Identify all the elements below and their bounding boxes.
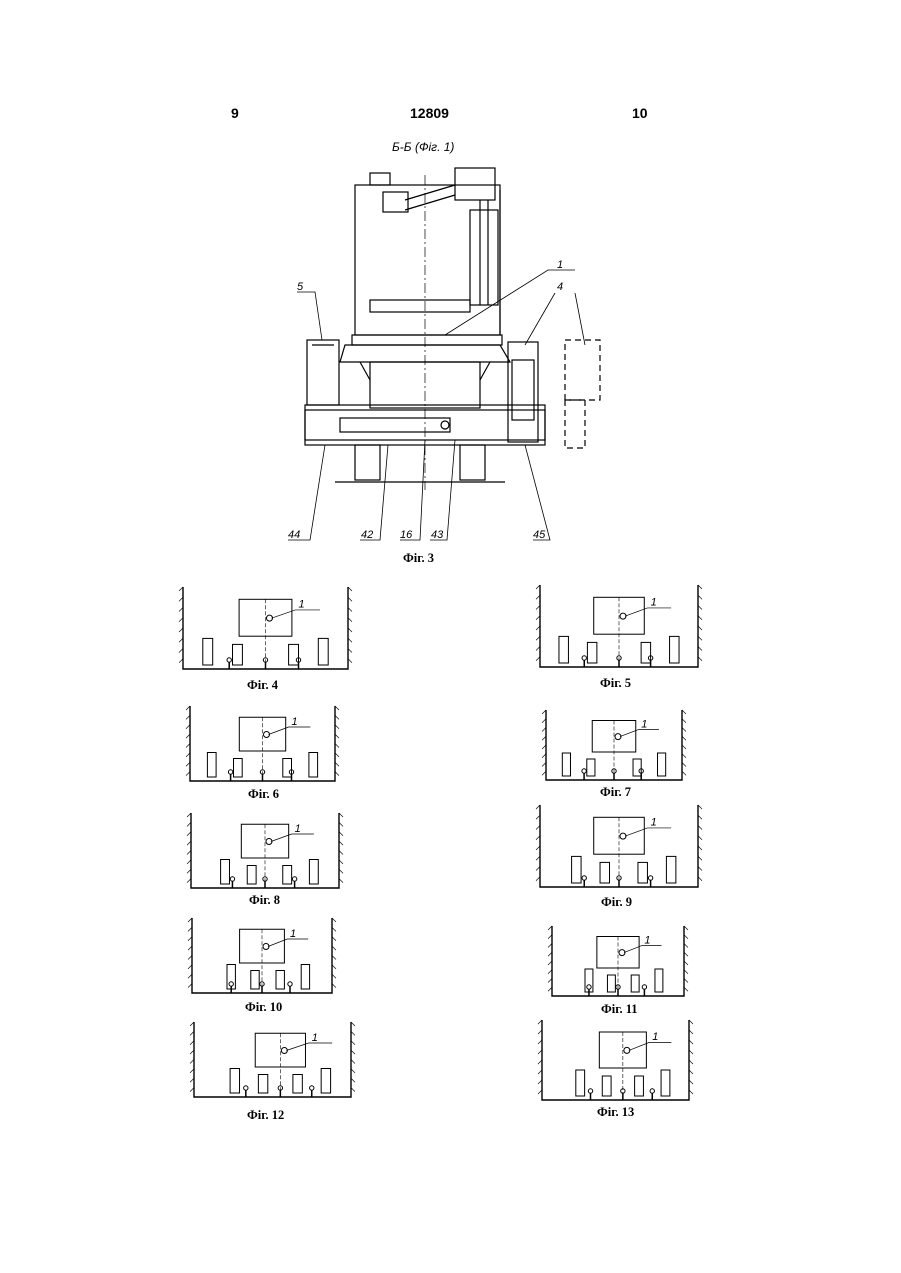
figure-8-label-1: 1	[295, 823, 301, 835]
figure-12-caption: Фіг. 12	[247, 1108, 284, 1123]
figure-11-drawing: 1	[548, 926, 688, 996]
figure-7-caption: Фіг. 7	[600, 785, 631, 800]
figure-11-caption: Фіг. 11	[601, 1002, 638, 1017]
figure-8-caption: Фіг. 8	[249, 893, 280, 908]
figure-8-drawing: 1	[187, 813, 343, 888]
figure-12-label-1: 1	[312, 1032, 318, 1044]
figure-6-caption: Фіг. 6	[248, 787, 279, 802]
figure-11-label-1: 1	[644, 935, 650, 947]
figure-5-caption: Фіг. 5	[600, 676, 631, 691]
figure-9-caption: Фіг. 9	[601, 895, 632, 910]
figure-7-drawing: 1	[542, 710, 686, 780]
figure-12-drawing: 1	[190, 1022, 355, 1097]
figure-9-label-1: 1	[651, 817, 657, 829]
figure-5-label-1: 1	[651, 597, 657, 609]
figure-4-drawing: 1	[179, 587, 352, 669]
figure-6-label-1: 1	[292, 716, 298, 728]
figure-4-caption: Фіг. 4	[247, 678, 278, 693]
figure-13-label-1: 1	[652, 1031, 658, 1043]
figure-13-drawing: 1	[538, 1020, 693, 1100]
figure-10-drawing: 1	[188, 918, 336, 993]
figure-6-drawing: 1	[186, 706, 339, 781]
figure-10-label-1: 1	[290, 928, 296, 940]
figure-4-label-1: 1	[299, 599, 305, 611]
figure-10-caption: Фіг. 10	[245, 1000, 282, 1015]
figure-13-caption: Фіг. 13	[597, 1105, 634, 1120]
figure-7-label-1: 1	[641, 719, 647, 731]
figure-5-drawing: 1	[536, 585, 702, 667]
figure-9-drawing: 1	[536, 805, 702, 887]
